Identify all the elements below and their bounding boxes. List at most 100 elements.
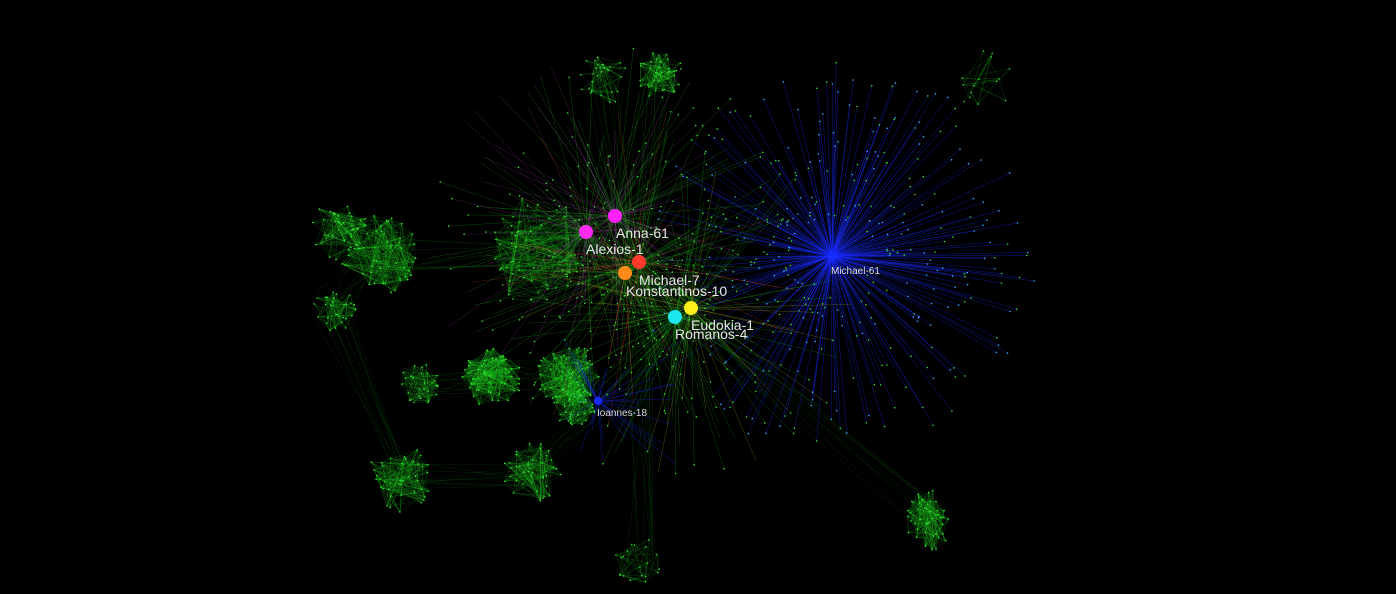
graph-node — [407, 392, 410, 394]
graph-edge — [418, 375, 479, 385]
graph-edge — [521, 198, 548, 286]
graph-edge — [401, 372, 422, 385]
graph-edge — [315, 291, 412, 472]
graph-edge — [623, 544, 633, 577]
graph-node — [626, 550, 629, 552]
graph-edge — [401, 372, 404, 385]
graph-node — [368, 283, 371, 286]
graph-edge — [387, 221, 400, 243]
graph-node — [404, 377, 407, 379]
graph-edge — [380, 268, 396, 291]
graph-edge — [519, 270, 548, 286]
graph-edge — [484, 373, 520, 380]
graph-edge — [663, 75, 675, 90]
graph-edge — [317, 262, 390, 325]
graph-edge — [516, 462, 543, 467]
graph-edge — [470, 383, 480, 405]
graph-edge — [540, 360, 579, 386]
graph-edge — [522, 198, 576, 256]
graph-edge — [831, 146, 836, 257]
graph-edge — [615, 554, 641, 568]
graph-edge — [601, 64, 611, 103]
graph-edge — [648, 76, 662, 97]
graph-edge — [329, 322, 342, 331]
graph-edge — [648, 58, 657, 97]
graph-edge — [910, 507, 925, 522]
graph-edge — [568, 362, 588, 371]
graph-node — [329, 329, 331, 332]
graph-edge — [319, 208, 352, 217]
graph-node — [495, 369, 498, 371]
graph-node — [585, 355, 588, 357]
graph-edge — [383, 233, 385, 284]
graph-node — [512, 492, 515, 494]
graph-edge — [483, 348, 494, 365]
graph-edge — [550, 387, 591, 395]
graph-node — [599, 66, 601, 69]
graph-node — [387, 220, 390, 223]
graph-edge — [630, 568, 660, 581]
graph-edge — [319, 208, 340, 223]
graph-edge — [400, 233, 413, 239]
graph-edge — [525, 230, 531, 241]
graph-edge — [527, 464, 533, 484]
graph-node — [364, 225, 367, 227]
graph-edge — [917, 508, 925, 530]
graph-node — [648, 539, 650, 541]
graph-edge — [568, 385, 571, 420]
graph-edge — [490, 369, 497, 393]
graph-edge — [560, 414, 569, 422]
graph-edge — [926, 523, 937, 550]
graph-edge — [910, 512, 916, 524]
graph-edge — [831, 121, 920, 257]
graph-node — [581, 423, 583, 425]
graph-edge — [570, 377, 578, 383]
graph-edge — [538, 365, 585, 403]
graph-edge — [510, 466, 554, 477]
graph-edge — [640, 65, 674, 93]
graph-edge — [388, 476, 409, 490]
graph-edge — [348, 247, 375, 250]
graph-edge — [484, 350, 488, 361]
graph-edge — [473, 356, 503, 385]
graph-edge — [409, 375, 438, 401]
graph-edge — [973, 56, 992, 86]
graph-edge — [352, 228, 372, 273]
graph-node — [340, 223, 343, 226]
graph-edge — [552, 358, 567, 399]
graph-edge — [348, 230, 377, 256]
graph-edge — [410, 375, 433, 384]
graph-edge — [401, 494, 424, 501]
graph-edge — [556, 381, 574, 403]
graph-edge — [478, 399, 493, 405]
graph-edge — [540, 360, 557, 379]
graph-edge — [464, 369, 474, 397]
graph-edge — [547, 206, 567, 290]
graph-edge — [620, 557, 631, 581]
graph-edge — [537, 204, 569, 286]
graph-edge — [333, 297, 344, 318]
graph-edge — [503, 355, 520, 368]
graph-edge — [666, 54, 675, 92]
graph-edge — [907, 516, 912, 522]
graph-edge — [528, 448, 541, 472]
graph-edge — [426, 364, 439, 387]
graph-edge — [917, 493, 936, 516]
graph-edge — [354, 249, 383, 253]
graph-edge — [570, 367, 589, 378]
graph-edge — [919, 502, 943, 525]
graph-node — [412, 376, 414, 379]
graph-edge — [312, 221, 336, 223]
graph-edge — [348, 249, 384, 284]
graph-edge — [344, 264, 401, 281]
graph-node — [580, 401, 582, 404]
graph-edge — [333, 212, 345, 241]
graph-edge — [488, 375, 491, 392]
graph-edge — [610, 66, 626, 69]
graph-edge — [658, 55, 661, 62]
graph-edge — [750, 115, 833, 257]
graph-edge — [421, 367, 426, 383]
graph-edge — [588, 66, 611, 89]
graph-edge — [401, 372, 428, 385]
graph-edge — [638, 84, 649, 240]
